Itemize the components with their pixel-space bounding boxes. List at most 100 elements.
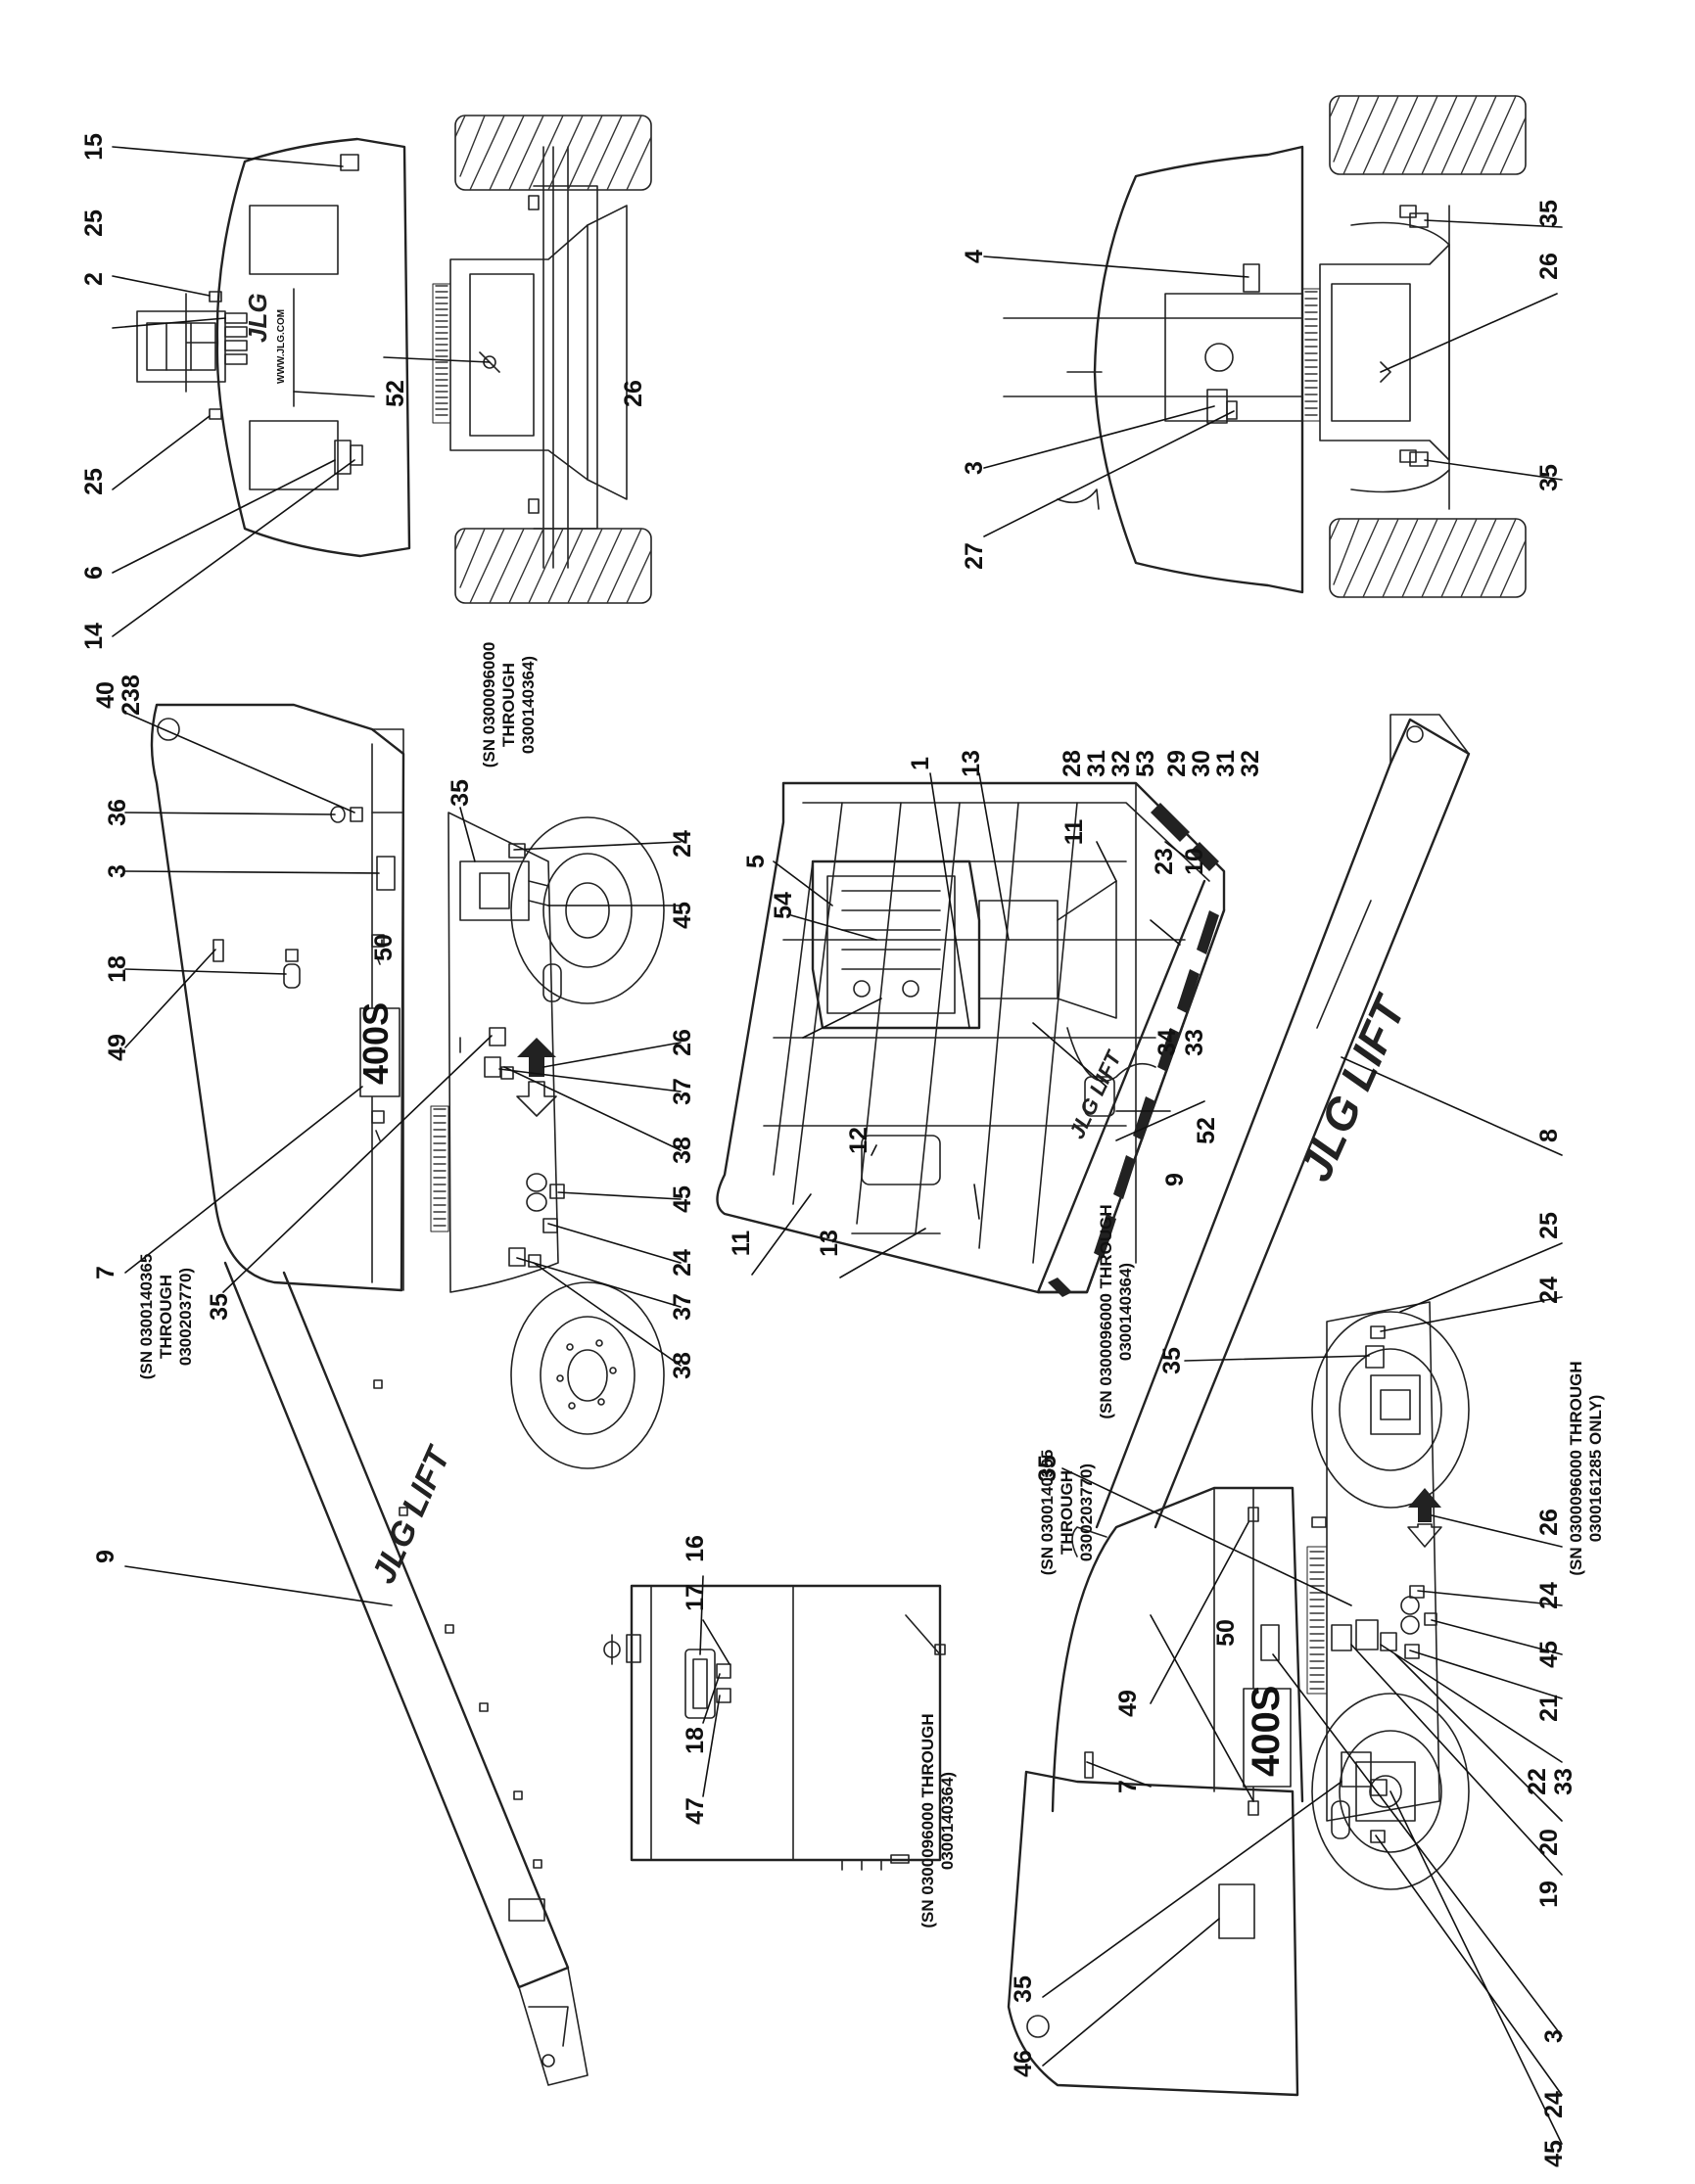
front-view-top-right [1003, 95, 1527, 598]
label-15: 15 [80, 133, 108, 161]
label-36: 36 [104, 799, 131, 826]
label-5: 5 [742, 855, 770, 868]
label-7-a: 7 [92, 1266, 119, 1279]
label-18-b: 18 [682, 1727, 709, 1754]
label-6: 6 [80, 566, 108, 580]
label-38-b: 38 [669, 1352, 696, 1379]
label-35-c: 35 [447, 779, 474, 807]
right-side-view: 400S JLG LIFT [1007, 714, 1471, 2097]
label-24-a: 24 [669, 830, 696, 858]
serial-notes: (SN 0300096000 THROUGH 0300140364) (SN 0… [137, 642, 1605, 1928]
label-4: 4 [961, 250, 988, 263]
model-decal-400s-right: 400S [1245, 1686, 1288, 1777]
platform-view: JLG LIFT [716, 781, 1226, 1297]
label-35-f: 35 [1034, 1455, 1061, 1482]
label-49-b: 49 [1114, 1690, 1142, 1717]
label-19: 19 [1535, 1881, 1563, 1908]
label-14: 14 [80, 623, 108, 650]
label-23: 23 [1151, 848, 1178, 875]
label-17: 17 [682, 1584, 709, 1611]
label-13-b: 13 [816, 1230, 843, 1257]
note-sn-e: (SN 0300096000 THROUGH 0300161285 ONLY) [1567, 1361, 1605, 1575]
label-38-a: 38 [669, 1137, 696, 1164]
label-22: 22 [1524, 1768, 1551, 1795]
tray-view [603, 1584, 946, 1871]
label-52-b: 52 [1193, 1117, 1220, 1144]
label-24-b: 24 [669, 1249, 696, 1277]
label-26-a: 26 [620, 380, 647, 407]
label-31-a: 31 [1083, 750, 1110, 777]
label-50-a: 50 [370, 934, 398, 961]
svg-text:THROUGH: THROUGH [499, 663, 518, 747]
label-238: 238 [118, 674, 145, 716]
model-decal-400s-left: 400S [355, 1002, 396, 1085]
label-11-a: 11 [1060, 819, 1088, 846]
label-24-d: 24 [1535, 1582, 1563, 1609]
label-12: 12 [845, 1127, 872, 1154]
label-18-a: 18 [104, 955, 131, 983]
label-24-c: 24 [1535, 1277, 1563, 1304]
label-9-a: 9 [92, 1550, 119, 1563]
label-3-b: 3 [104, 864, 131, 878]
svg-text:(SN 0300140365: (SN 0300140365 [1038, 1450, 1057, 1576]
label-46: 46 [1010, 2050, 1037, 2077]
svg-text:(SN 0300096000 THROUGH: (SN 0300096000 THROUGH [1567, 1361, 1585, 1575]
svg-text:(SN 0300096000 THROUGH: (SN 0300096000 THROUGH [918, 1713, 937, 1928]
label-26-b: 26 [1535, 253, 1563, 280]
label-13-a: 13 [958, 750, 985, 777]
svg-text:(SN 0300096000: (SN 0300096000 [480, 642, 498, 768]
label-33-a: 33 [1181, 1029, 1208, 1056]
label-32-b: 32 [1237, 750, 1264, 777]
svg-text:(SN 0300140365: (SN 0300140365 [137, 1254, 156, 1380]
label-27: 27 [961, 542, 988, 570]
label-47: 47 [682, 1797, 709, 1825]
label-33-b: 33 [1550, 1768, 1577, 1795]
label-40: 40 [92, 681, 119, 709]
label-45-a: 45 [669, 902, 696, 929]
label-25-c: 25 [1535, 1212, 1563, 1239]
label-3-c: 3 [1540, 2029, 1568, 2043]
label-37-a: 37 [669, 1078, 696, 1105]
label-49-a: 49 [104, 1034, 131, 1061]
label-31-b: 31 [1212, 750, 1240, 777]
label-25-b: 25 [80, 468, 108, 495]
jlg-lift-logo-boom-right: JLG LIFT [1290, 986, 1417, 1188]
label-34: 34 [1154, 1029, 1181, 1056]
note-sn-f: (SN 0300096000 THROUGH 0300140364) [918, 1713, 957, 1928]
svg-text:0300140364): 0300140364) [938, 1772, 957, 1870]
note-sn-c: (SN 0300096000 THROUGH 0300140364) [1097, 1204, 1135, 1418]
label-35-g: 35 [1010, 1975, 1037, 2003]
label-26-c: 26 [669, 1029, 696, 1056]
svg-text:0300161285 ONLY): 0300161285 ONLY) [1586, 1395, 1605, 1543]
label-28: 28 [1059, 750, 1086, 777]
label-9-b: 9 [1161, 1173, 1189, 1186]
note-sn-a: (SN 0300096000 THROUGH 0300140364) [480, 642, 538, 768]
svg-text:0300140364): 0300140364) [1116, 1263, 1135, 1361]
note-sn-d: (SN 0300140365 THROUGH 0300203770) [1038, 1450, 1096, 1576]
rear-view-top-left: JLG WWW.JLG.COM [136, 115, 652, 604]
label-20: 20 [1535, 1829, 1563, 1856]
label-35-b: 35 [1535, 464, 1563, 491]
leader-lines [112, 146, 1563, 2145]
label-10: 10 [1181, 848, 1208, 875]
svg-text:THROUGH: THROUGH [157, 1275, 175, 1359]
label-54: 54 [770, 892, 797, 919]
label-32-a: 32 [1107, 750, 1135, 777]
svg-text:(SN 0300096000 THROUGH: (SN 0300096000 THROUGH [1097, 1204, 1115, 1418]
label-30: 30 [1188, 750, 1215, 777]
label-24-e: 24 [1540, 2091, 1568, 2118]
website-decal: WWW.JLG.COM [276, 309, 287, 384]
label-45-c: 45 [1535, 1641, 1563, 1668]
label-29: 29 [1163, 750, 1191, 777]
label-45-d: 45 [1540, 2140, 1568, 2167]
left-side-view: 400S [150, 703, 665, 2086]
svg-text:THROUGH: THROUGH [1058, 1470, 1076, 1555]
label-35-a: 35 [1535, 200, 1563, 227]
label-35-e: 35 [1158, 1347, 1186, 1374]
label-11-b: 11 [728, 1231, 755, 1257]
svg-text:0300140364): 0300140364) [519, 656, 538, 754]
jlg-lift-logo-boom-left: JLG LIFT [365, 1439, 459, 1589]
svg-text:0300203770): 0300203770) [1077, 1464, 1096, 1561]
